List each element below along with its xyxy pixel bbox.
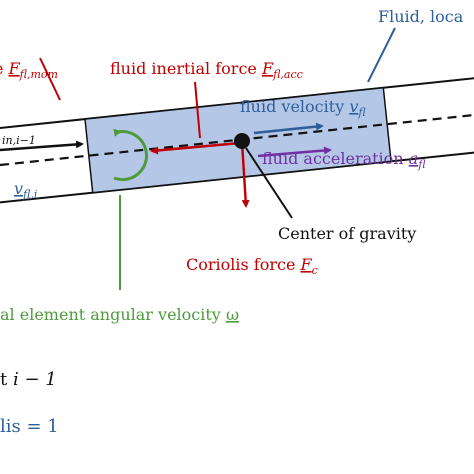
fluid-local-pointer [367, 27, 396, 83]
fluid-velocity-arrow [253, 122, 324, 135]
coriolis-flag-label: lis = 1 [0, 416, 59, 437]
fluid-local-label: Fluid, loca [378, 7, 464, 26]
center-of-gravity-pointer [245, 147, 293, 219]
momentum-force-pointer [39, 57, 61, 101]
fluid-velocity-label: fluid velocity vfl [240, 97, 366, 119]
inlet-momentum-label: in,i−1 [2, 134, 36, 147]
element-index-label: t i − 1 [0, 369, 57, 390]
fluid-acceleration-arrow [257, 146, 332, 158]
coriolis-force-arrow [240, 141, 250, 208]
momentum-force-label: e Ffl,mom [0, 59, 58, 81]
inlet-velocity-label: vfl,i [14, 179, 37, 201]
coriolis-force-label: Coriolis force Fc [186, 255, 318, 277]
inertial-force-pointer [194, 81, 201, 139]
inertial-force-label: fluid inertial force Ffl,acc [110, 59, 303, 81]
inlet-arrow [0, 140, 84, 152]
angular-velocity-label: al element angular velocity ω [0, 305, 239, 324]
angular-velocity-arc-icon [113, 128, 148, 182]
inertial-force-arrow [150, 141, 241, 155]
center-of-gravity-dot [234, 133, 250, 149]
center-of-gravity-label: Center of gravity [278, 224, 416, 243]
centerline [0, 113, 474, 167]
fluid-acceleration-label: fluid acceleration afl [262, 149, 426, 171]
